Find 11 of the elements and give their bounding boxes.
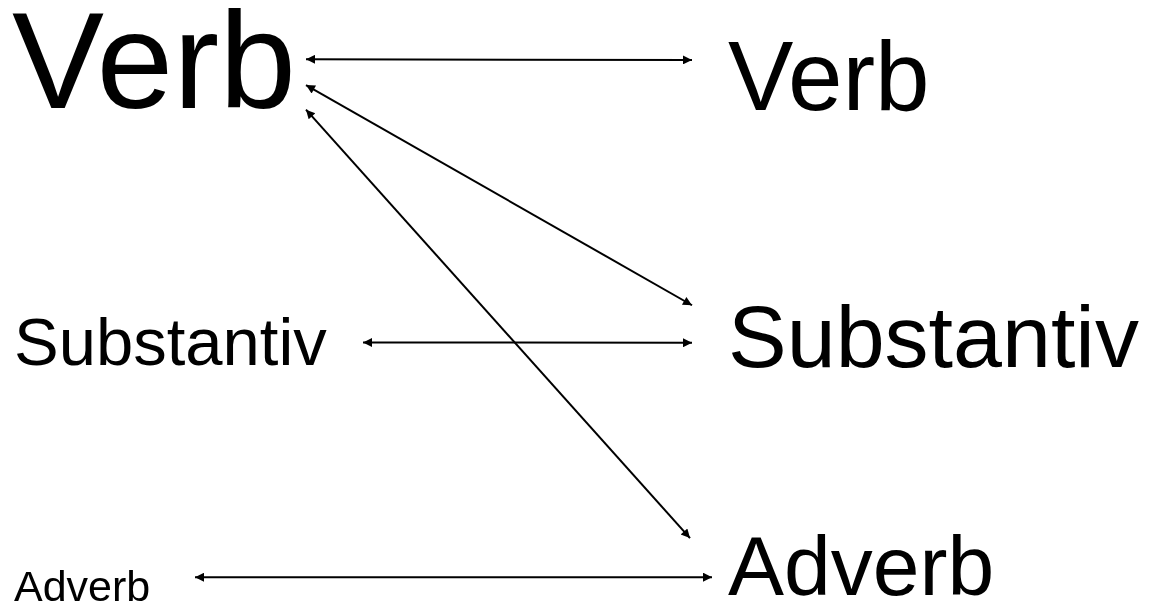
word-label: Substantiv (728, 300, 1139, 375)
word-label: Verb (12, 2, 296, 120)
double-arrow (305, 108, 691, 540)
double-arrow (305, 84, 693, 307)
double-arrow (305, 54, 693, 65)
double-arrow (362, 338, 693, 348)
word-label: Adverb (728, 531, 995, 603)
word-label: Verb (728, 35, 930, 119)
word-label: Substantiv (14, 314, 327, 371)
double-arrow (194, 572, 713, 582)
word-label: Adverb (14, 568, 151, 605)
